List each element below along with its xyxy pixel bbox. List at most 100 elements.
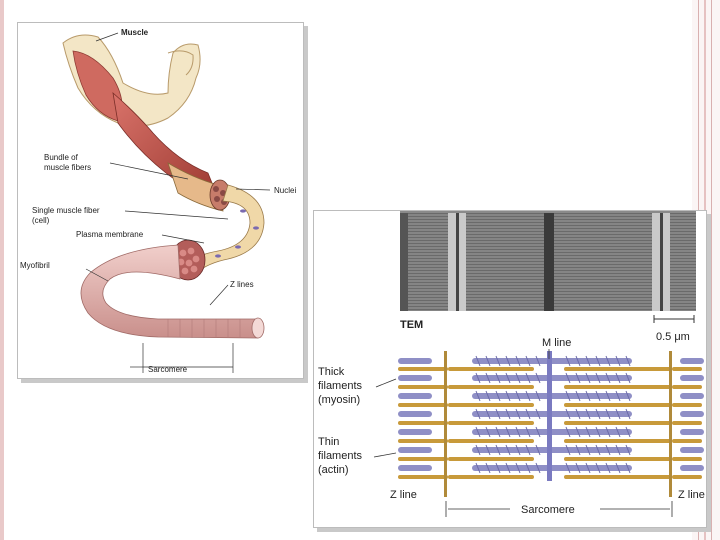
arm-illustration bbox=[62, 34, 201, 127]
myosin-head bbox=[595, 444, 601, 456]
nuclei-dots bbox=[215, 209, 259, 258]
myosin-head bbox=[535, 372, 541, 384]
myosin-head bbox=[595, 390, 601, 402]
actin-filament bbox=[564, 475, 672, 479]
myosin-head bbox=[605, 426, 611, 438]
myosin-filament bbox=[398, 375, 432, 381]
label-scale: 0.5 μm bbox=[656, 331, 690, 343]
label-single-fiber-line2: (cell) bbox=[32, 216, 50, 225]
actin-filament bbox=[448, 457, 534, 461]
myosin-head bbox=[525, 444, 531, 456]
label-thin-line3: (actin) bbox=[318, 464, 349, 476]
myosin-head bbox=[475, 355, 481, 367]
myosin-head bbox=[625, 426, 631, 438]
myosin-head bbox=[615, 444, 621, 456]
myosin-head bbox=[475, 408, 481, 420]
myosin-head bbox=[575, 355, 581, 367]
actin-filament bbox=[448, 385, 534, 389]
myofibril bbox=[80, 244, 265, 339]
myosin-head bbox=[495, 408, 501, 420]
actin-filament bbox=[398, 421, 448, 425]
actin-filament bbox=[672, 475, 702, 479]
myosin-head bbox=[565, 372, 571, 384]
myosin-head bbox=[615, 462, 621, 474]
myosin-head bbox=[585, 355, 591, 367]
myosin-head bbox=[595, 426, 601, 438]
label-z-lines: Z lines bbox=[230, 280, 254, 289]
myosin-head bbox=[565, 408, 571, 420]
myosin-head bbox=[495, 390, 501, 402]
z-line-right bbox=[669, 351, 672, 497]
myosin-head bbox=[565, 444, 571, 456]
myosin-head bbox=[505, 444, 511, 456]
myosin-head bbox=[575, 372, 581, 384]
label-single-fiber-line1: Single muscle fiber bbox=[32, 206, 100, 215]
myosin-head bbox=[495, 444, 501, 456]
myosin-head bbox=[485, 372, 491, 384]
myosin-head bbox=[625, 462, 631, 474]
label-z-line-right: Z line bbox=[678, 489, 705, 501]
leader-lines bbox=[85, 32, 271, 373]
actin-filament bbox=[672, 403, 702, 407]
actin-filament bbox=[564, 403, 672, 407]
sarcomere-diagram: TEM 0.5 μm M line Thick filaments (myosi… bbox=[318, 211, 705, 517]
myosin-head bbox=[585, 444, 591, 456]
m-line bbox=[547, 351, 552, 481]
myosin-head bbox=[605, 390, 611, 402]
actin-filament bbox=[448, 439, 534, 443]
myosin-filament bbox=[398, 429, 432, 435]
myosin-head bbox=[615, 372, 621, 384]
myosin-head bbox=[475, 444, 481, 456]
actin-filament bbox=[672, 457, 702, 461]
label-muscle: Muscle bbox=[121, 28, 149, 37]
myosin-head bbox=[615, 390, 621, 402]
myosin-head bbox=[605, 408, 611, 420]
myosin-filament bbox=[398, 393, 432, 399]
myosin-filament bbox=[398, 411, 432, 417]
myosin-filament bbox=[680, 358, 704, 364]
myosin-head bbox=[495, 426, 501, 438]
myosin-head bbox=[535, 444, 541, 456]
actin-filament bbox=[398, 385, 448, 389]
actin-filament bbox=[398, 439, 448, 443]
label-sarcomere-span: Sarcomere bbox=[521, 504, 575, 516]
myosin-head bbox=[585, 462, 591, 474]
myosin-head bbox=[575, 426, 581, 438]
myosin-head bbox=[485, 355, 491, 367]
label-m-line: M line bbox=[542, 337, 571, 349]
actin-filament bbox=[672, 439, 702, 443]
myosin-head bbox=[515, 355, 521, 367]
myosin-head bbox=[575, 444, 581, 456]
myosin-head bbox=[595, 355, 601, 367]
myosin-head bbox=[565, 426, 571, 438]
myosin-head bbox=[505, 408, 511, 420]
myosin-head bbox=[485, 426, 491, 438]
actin-filament bbox=[398, 367, 448, 371]
myosin-head bbox=[615, 355, 621, 367]
muscle-hierarchy-figure: Muscle Bundle of muscle fibers Nuclei Si… bbox=[17, 22, 304, 379]
label-myofibril: Myofibril bbox=[20, 261, 50, 270]
label-thick-line1: Thick bbox=[318, 366, 345, 378]
actin-filament bbox=[672, 367, 702, 371]
myosin-head bbox=[485, 390, 491, 402]
sarcomere-schematic bbox=[398, 351, 704, 497]
actin-filament bbox=[564, 457, 672, 461]
myosin-head bbox=[525, 355, 531, 367]
label-z-line-left: Z line bbox=[390, 489, 417, 501]
label-bundle-line1: Bundle of bbox=[44, 153, 79, 162]
myosin-head bbox=[535, 426, 541, 438]
myosin-head bbox=[505, 426, 511, 438]
myosin-head bbox=[605, 355, 611, 367]
actin-filament bbox=[398, 457, 448, 461]
actin-filament bbox=[398, 475, 448, 479]
actin-filament bbox=[448, 367, 534, 371]
myosin-filament bbox=[680, 429, 704, 435]
actin-filament bbox=[564, 385, 672, 389]
myosin-head bbox=[595, 462, 601, 474]
myosin-filament bbox=[680, 393, 704, 399]
myosin-head bbox=[565, 462, 571, 474]
label-bundle-line2: muscle fibers bbox=[44, 163, 91, 172]
myosin-head bbox=[575, 408, 581, 420]
myosin-head bbox=[515, 444, 521, 456]
myosin-head bbox=[525, 372, 531, 384]
